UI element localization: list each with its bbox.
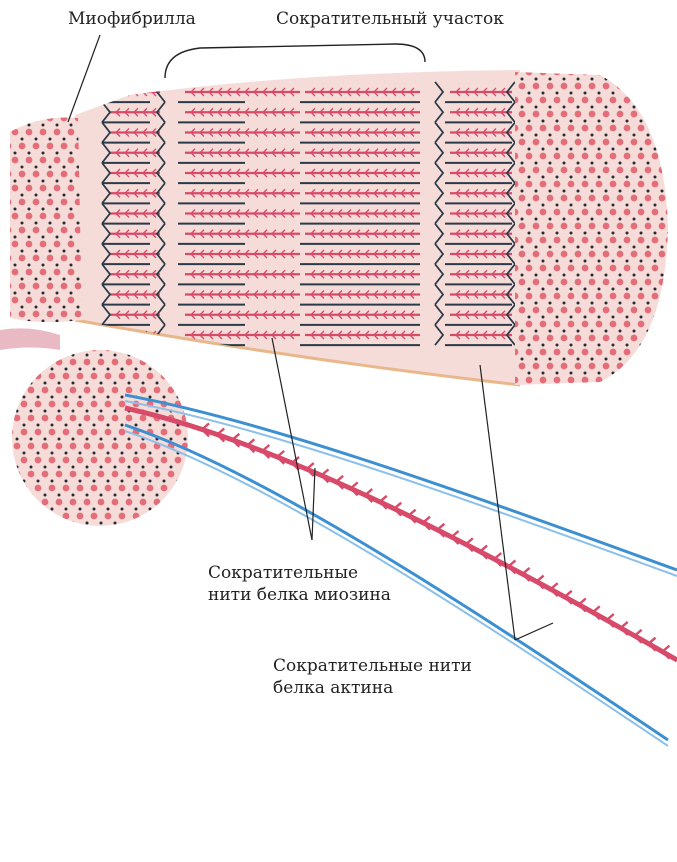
label-actin-line-1: Сократительные нити — [273, 655, 472, 677]
myofibril-body — [75, 70, 520, 385]
label-myosin-line-2: нити белка миозина — [208, 584, 391, 606]
right-cross-section — [512, 69, 677, 389]
contractile-section-bracket — [165, 44, 425, 78]
label-actin-line-2: белка актина — [273, 677, 472, 699]
label-myosin-line-1: Сократительные — [208, 562, 391, 584]
label-myosin: Сократительные нити белка миозина — [208, 562, 391, 606]
adjacent-fibre — [0, 328, 60, 350]
leader-myosin-2 — [312, 468, 315, 540]
leader-actin-2 — [515, 623, 553, 640]
label-contractile-section: Сократительный участок — [276, 8, 504, 30]
label-myofibril: Миофибрилла — [68, 8, 196, 30]
actin-filament-upper — [125, 395, 677, 576]
label-actin: Сократительные нити белка актина — [273, 655, 472, 699]
myosin-filament — [125, 408, 677, 667]
